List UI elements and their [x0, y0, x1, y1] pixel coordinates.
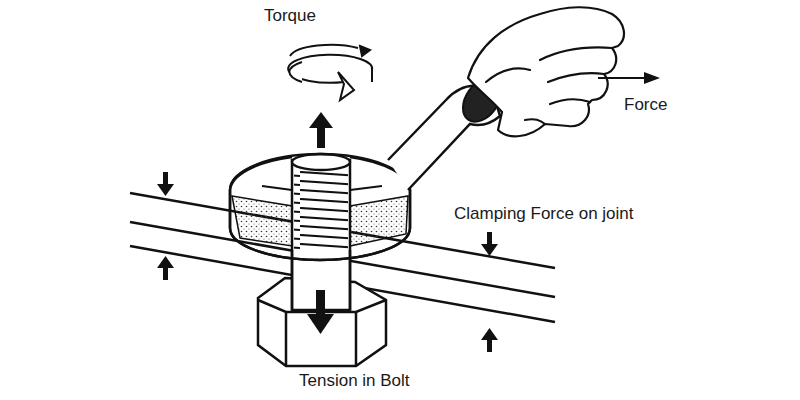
torque-arrow [288, 45, 372, 100]
clamping-arrows [157, 172, 498, 352]
force-arrow [598, 72, 660, 84]
label-text: Force [622, 95, 669, 115]
wrench-ring [230, 154, 410, 260]
up-arrow [309, 112, 333, 148]
label-text: Torque [262, 6, 318, 26]
label-text: Clamping Force on joint [452, 204, 636, 224]
label-text: Tension in Bolt [297, 371, 412, 391]
tension-arrow [307, 290, 334, 334]
bolt-head [258, 278, 386, 366]
hand [468, 7, 624, 136]
